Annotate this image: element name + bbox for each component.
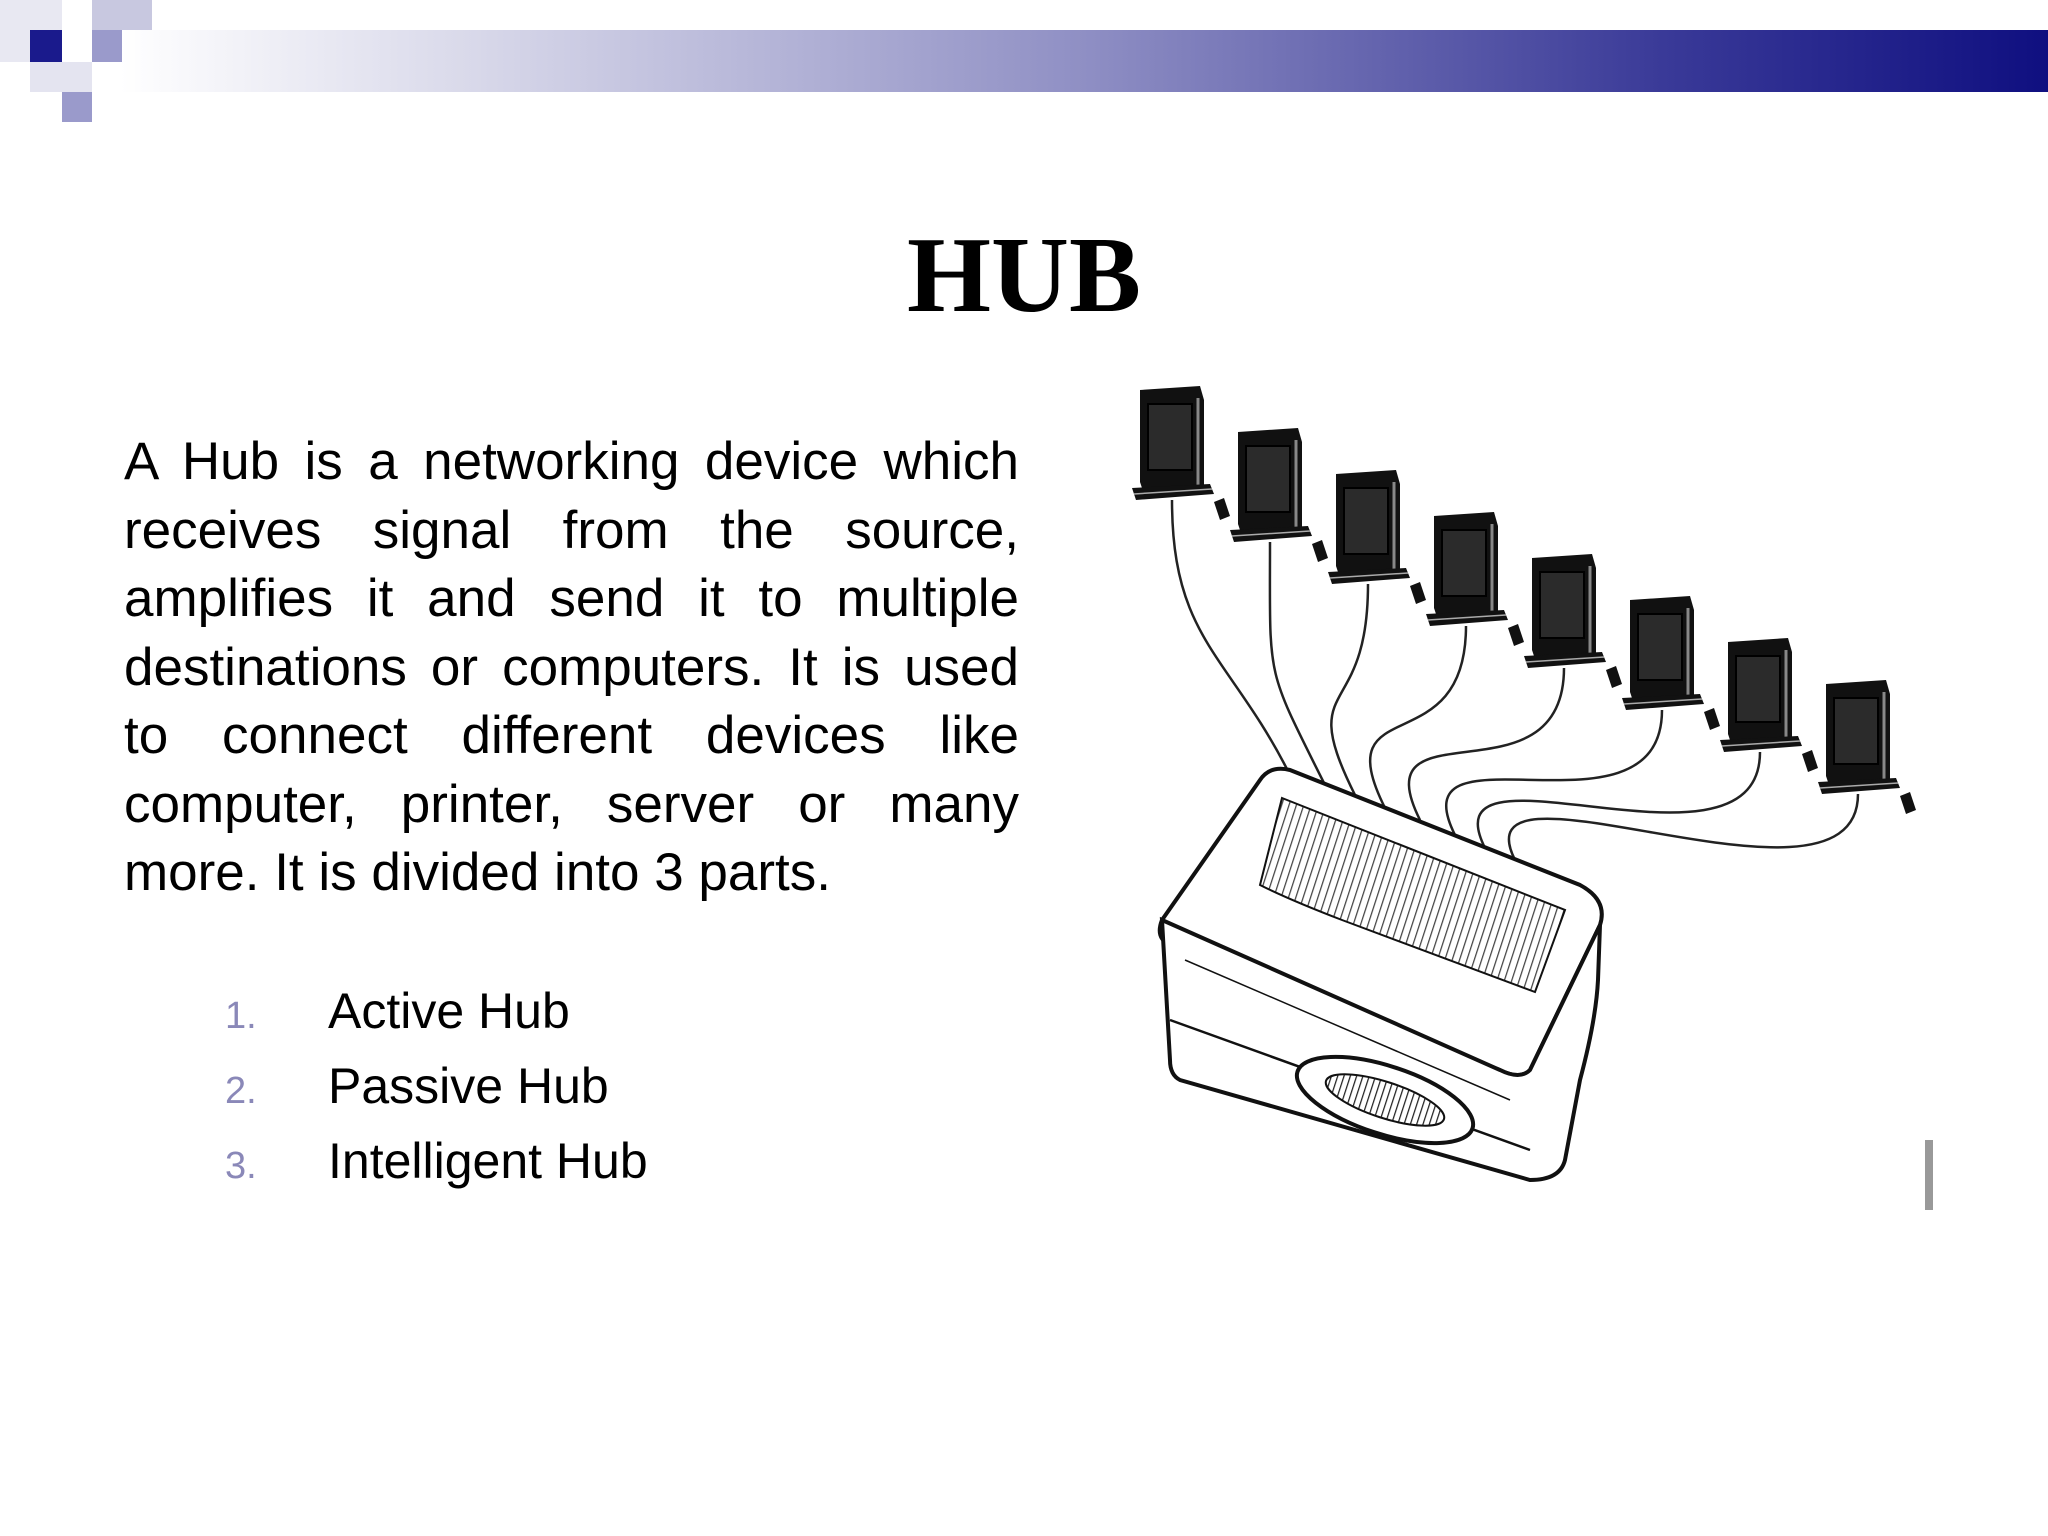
- hub-types-list: 1. Active Hub 2. Passive Hub 3. Intellig…: [225, 982, 648, 1207]
- list-item-label: Intelligent Hub: [328, 1133, 648, 1189]
- list-item-label: Active Hub: [328, 983, 570, 1039]
- list-number: 3.: [225, 1145, 257, 1187]
- network-cable: [1330, 583, 1370, 796]
- desktop-computer-icon: [1230, 428, 1328, 562]
- header-square-mid: [92, 30, 122, 62]
- network-cable: [1445, 709, 1664, 836]
- header-gradient-bar: [120, 30, 2048, 92]
- list-number: 2.: [225, 1070, 257, 1112]
- list-item: 3. Intelligent Hub: [225, 1132, 648, 1207]
- network-cable: [1507, 793, 1860, 861]
- desktop-computer-icon: [1720, 638, 1818, 772]
- desktop-computer-icon: [1426, 512, 1524, 646]
- list-item-label: Passive Hub: [328, 1058, 609, 1114]
- desktop-computer-icon: [1818, 680, 1916, 814]
- list-number: 1.: [225, 995, 257, 1037]
- header-square-dark: [30, 30, 62, 62]
- list-item: 1. Active Hub: [225, 982, 648, 1057]
- network-cable: [1268, 541, 1327, 786]
- hub-description: A Hub is a networking device which recei…: [124, 432, 1019, 902]
- desktop-computer-icon: [1132, 386, 1230, 520]
- list-item: 2. Passive Hub: [225, 1057, 648, 1132]
- network-cable: [1407, 667, 1566, 821]
- network-hub-icon: [1132, 386, 1933, 1210]
- desktop-computer-icon: [1328, 470, 1426, 604]
- header-square-mid: [92, 0, 152, 30]
- slide-title: HUB: [906, 216, 1142, 336]
- header-square-light: [30, 62, 92, 92]
- network-cable: [1170, 499, 1292, 776]
- desktop-computer-icon: [1524, 554, 1622, 688]
- header-square-mid: [62, 92, 92, 122]
- desktop-computer-icon: [1622, 596, 1720, 730]
- network-cable: [1368, 625, 1468, 809]
- hub-device: [1157, 766, 1933, 1210]
- network-cable: [1476, 751, 1762, 849]
